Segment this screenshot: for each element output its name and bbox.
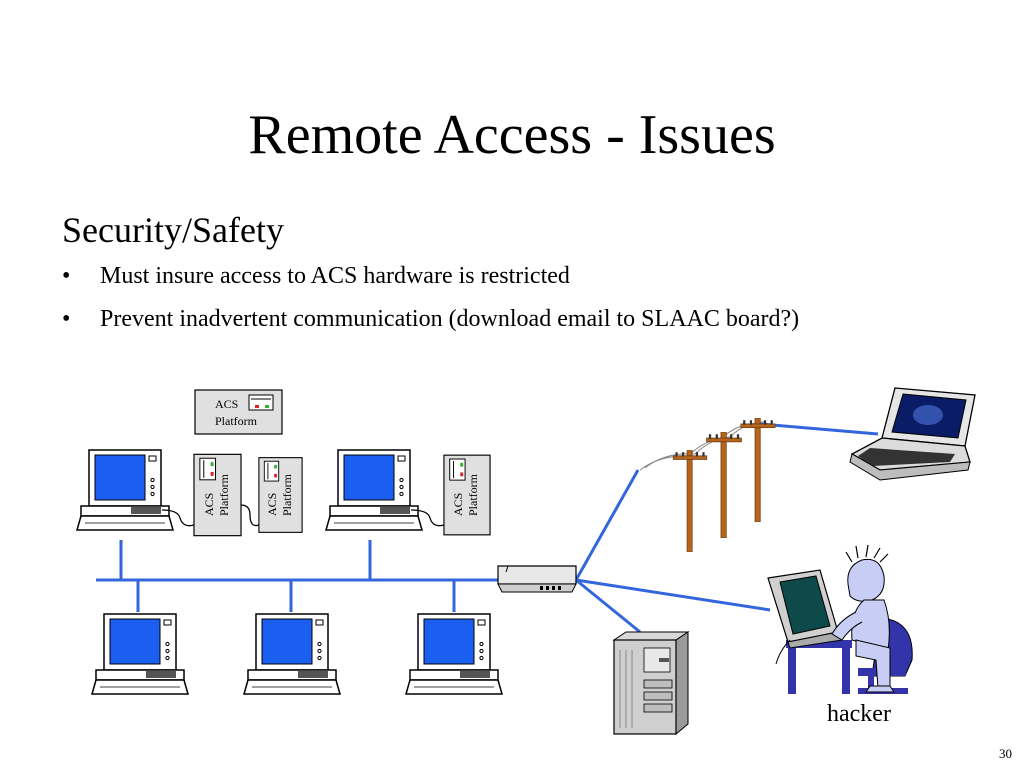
bullet-text: Prevent inadvertent communication (downl… xyxy=(100,306,800,332)
pole-wires xyxy=(639,421,766,471)
acs-label: ACS xyxy=(451,493,465,516)
bullet-text: Must insure access to ACS hardware is re… xyxy=(100,263,570,289)
bullet-list: • Must insure access to ACS hardware is r… xyxy=(62,262,882,348)
acs-platform-icon: ACS Platform xyxy=(258,457,303,533)
acs-label: ACS xyxy=(202,493,216,516)
subheading: Security/Safety xyxy=(62,210,284,250)
router-icon xyxy=(497,565,577,593)
server-tower-icon xyxy=(612,631,690,736)
acs-label: Platform xyxy=(215,414,258,428)
acs-cables xyxy=(161,504,445,527)
acs-label: Platform xyxy=(217,473,231,516)
slide-title: Remote Access - Issues xyxy=(248,104,776,166)
acs-label: Platform xyxy=(280,473,294,516)
acs-platform-icon: ACS Platform xyxy=(193,453,242,537)
bullet-item: • Must insure access to ACS hardware is r… xyxy=(62,262,882,291)
hacker-icon xyxy=(767,544,913,694)
desktop-computer-icon xyxy=(325,449,423,531)
acs-label: ACS xyxy=(265,493,279,516)
desktop-computer-icon xyxy=(91,613,189,695)
desktop-computer-icon xyxy=(76,449,174,531)
slide-number: 30 xyxy=(999,746,1012,761)
bullet-item: • Prevent inadvertent communication (down… xyxy=(62,305,882,334)
desktop-computer-icon xyxy=(243,613,341,695)
telephone-pole-icon xyxy=(706,432,742,538)
acs-platform-icon: ACS Platform xyxy=(443,454,491,536)
telephone-pole-icon xyxy=(672,450,708,552)
acs-label: ACS xyxy=(215,397,238,411)
bullet-dot: • xyxy=(62,263,71,289)
acs-platform-icon: ACS Platform xyxy=(194,389,283,435)
desktop-computer-icon xyxy=(405,613,503,695)
telephone-pole-icon xyxy=(740,418,776,522)
bullet-dot: • xyxy=(62,306,71,332)
laptop-icon xyxy=(849,387,976,481)
network-wiring xyxy=(96,422,879,634)
acs-label: Platform xyxy=(466,473,480,516)
hacker-label: hacker xyxy=(827,701,891,727)
